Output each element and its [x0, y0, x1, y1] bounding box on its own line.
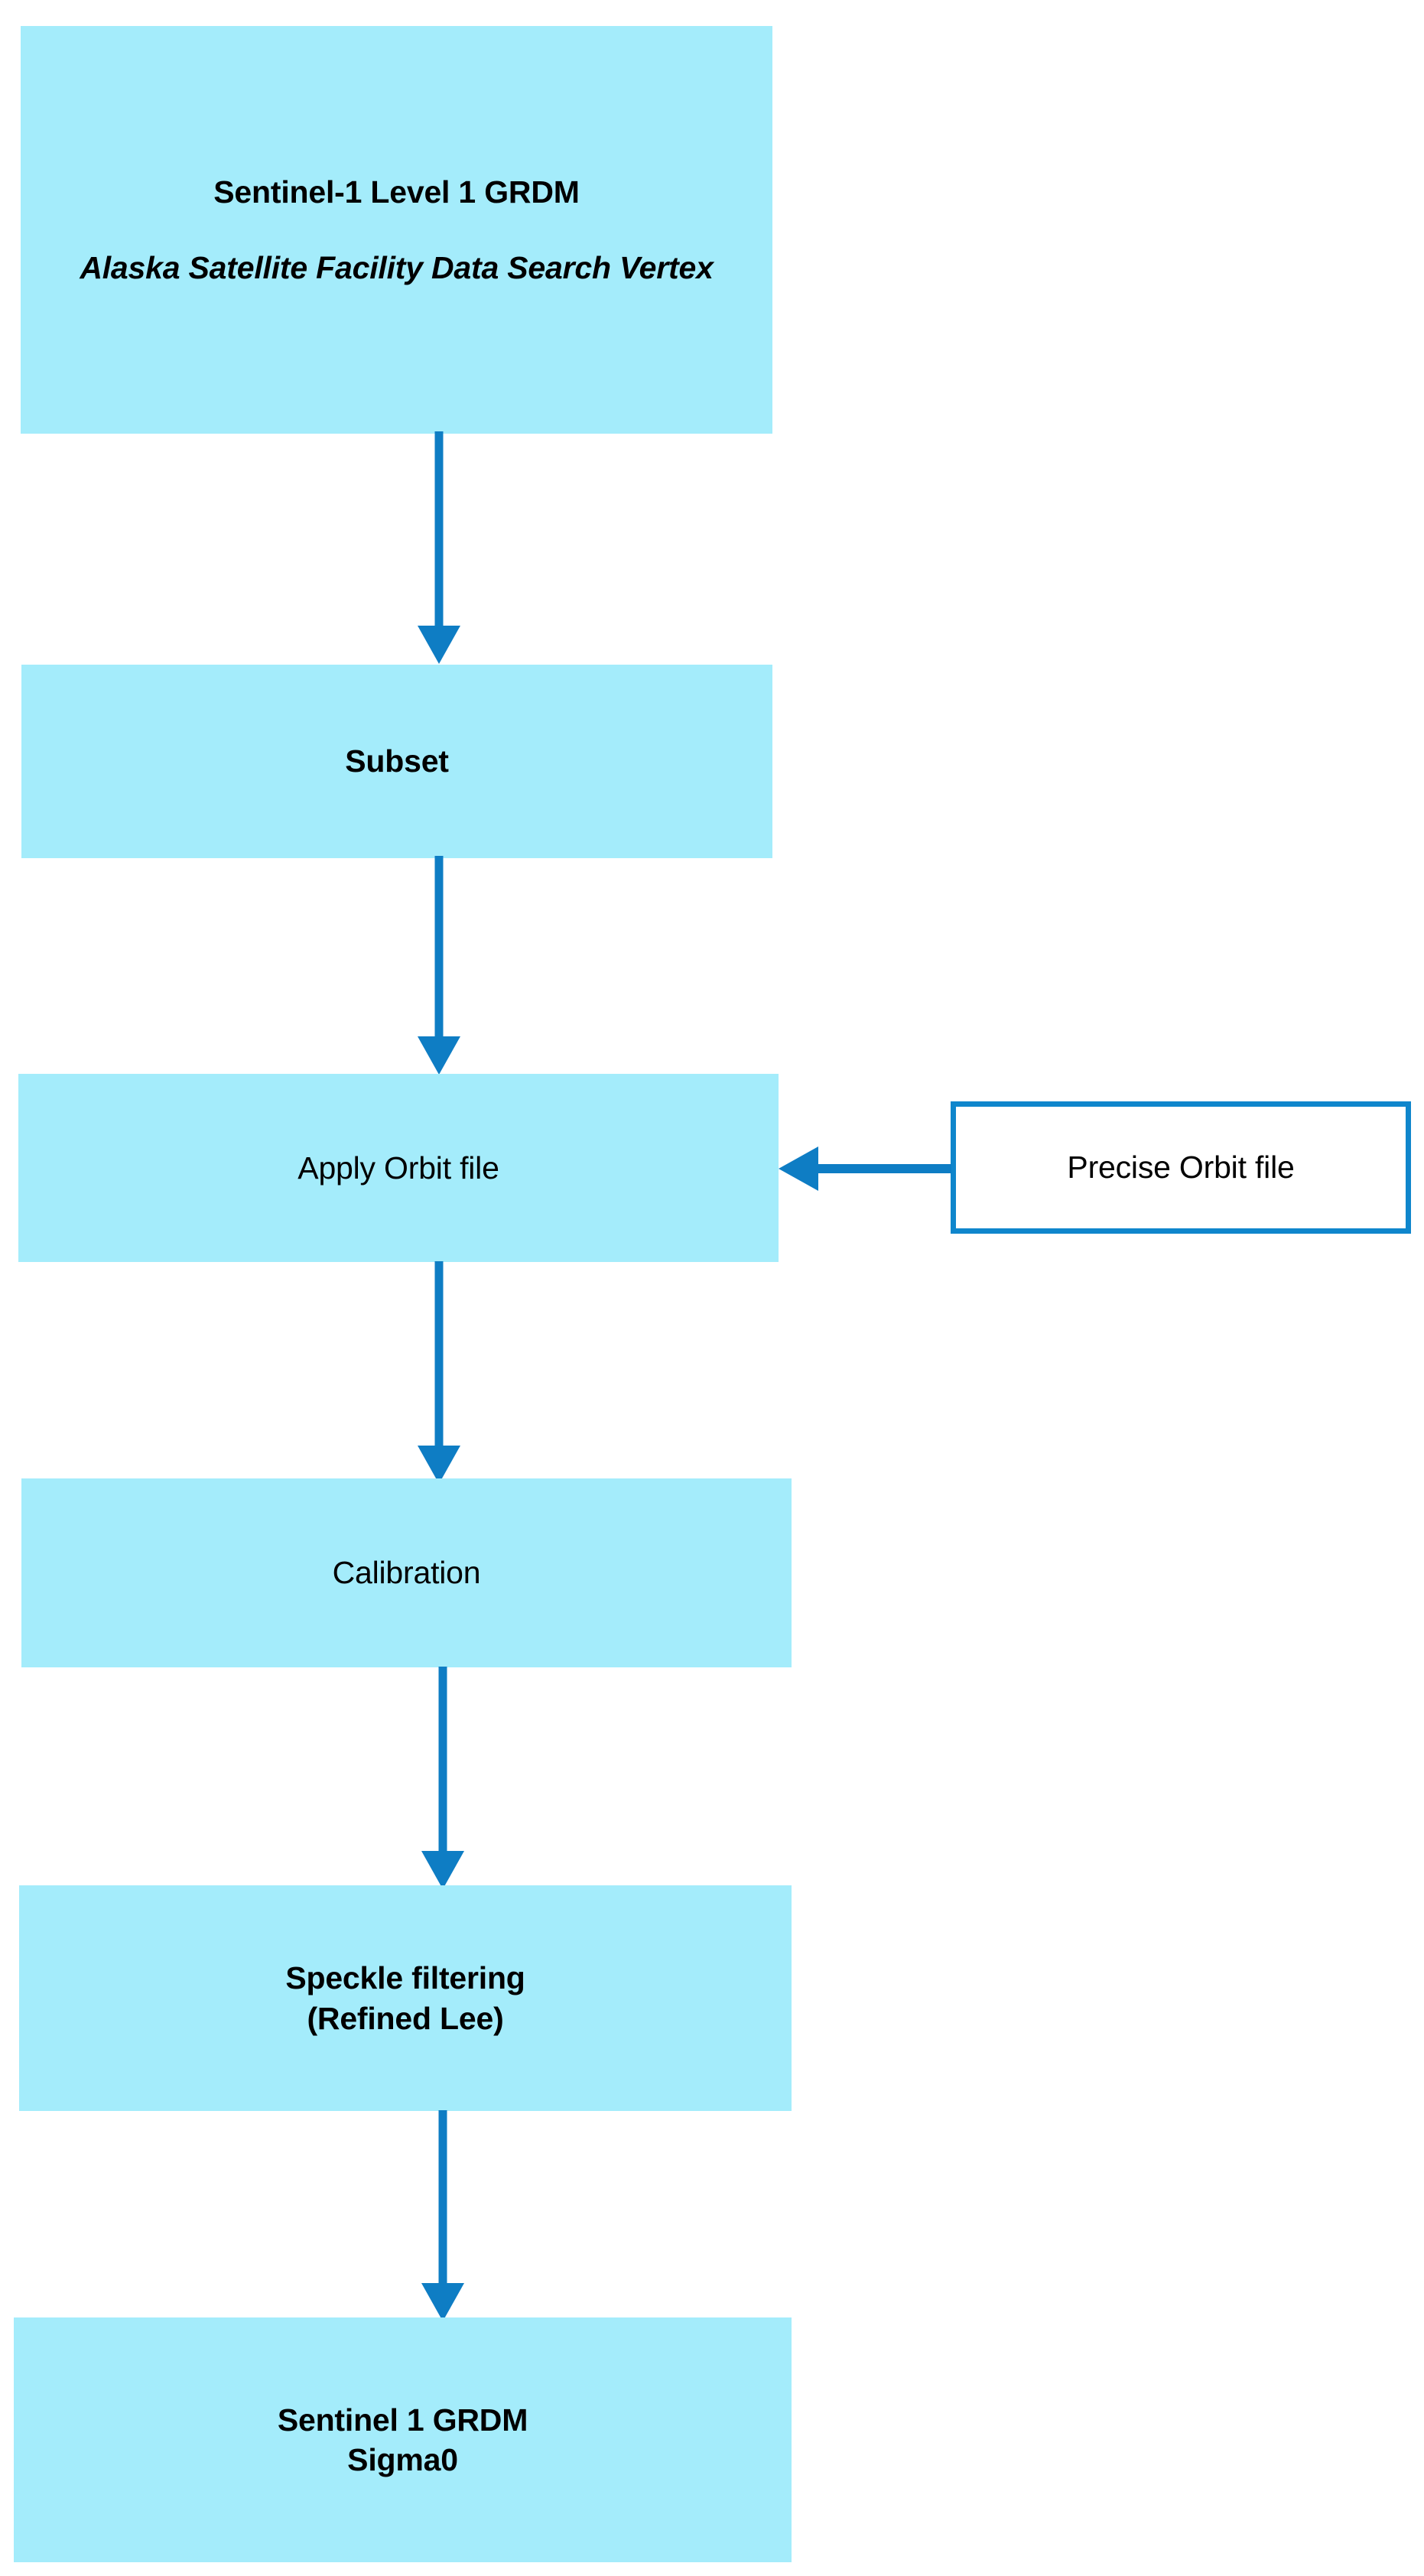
- node-precise-orbit-file[interactable]: Precise Orbit file: [951, 1101, 1411, 1234]
- node-calibration-label: Calibration: [332, 1555, 481, 1591]
- node-apply-orbit-file[interactable]: Apply Orbit file: [18, 1074, 779, 1262]
- node-calibration[interactable]: Calibration: [21, 1478, 792, 1667]
- node-source[interactable]: Sentinel-1 Level 1 GRDM Alaska Satellite…: [21, 26, 772, 434]
- arrow-down-icon: [418, 431, 460, 664]
- edge-source-to-subset: [404, 428, 474, 669]
- node-source-title: Sentinel-1 Level 1 GRDM: [213, 174, 580, 210]
- arrow-down-icon: [421, 2110, 464, 2321]
- node-precise-orbit-file-label: Precise Orbit file: [1067, 1150, 1295, 1186]
- arrow-down-icon: [421, 1667, 464, 1889]
- node-apply-orbit-file-label: Apply Orbit file: [297, 1150, 499, 1186]
- node-output[interactable]: Sentinel 1 GRDM Sigma0: [14, 2317, 792, 2562]
- node-speckle-filtering-label: Speckle filtering: [285, 1960, 525, 1996]
- node-subset-label: Subset: [345, 743, 449, 779]
- edge-apply-orbit-to-calibration: [404, 1258, 474, 1488]
- node-subset[interactable]: Subset: [21, 665, 772, 858]
- node-source-subtitle: Alaska Satellite Facility Data Search Ve…: [80, 249, 714, 285]
- arrow-down-icon: [418, 856, 460, 1075]
- edge-speckle-to-output: [408, 2107, 478, 2325]
- edge-precise-orbit-to-apply-orbit: [774, 1143, 954, 1197]
- arrow-down-icon: [418, 1261, 460, 1484]
- edge-calibration-to-speckle: [408, 1664, 478, 1893]
- node-speckle-filtering-method: (Refined Lee): [307, 2000, 504, 2036]
- node-output-product: Sentinel 1 GRDM: [277, 2402, 528, 2438]
- node-output-band: Sigma0: [347, 2442, 458, 2477]
- node-speckle-filtering[interactable]: Speckle filtering (Refined Lee): [19, 1885, 792, 2111]
- edge-subset-to-apply-orbit-file: [404, 853, 474, 1078]
- arrow-left-icon: [779, 1147, 951, 1191]
